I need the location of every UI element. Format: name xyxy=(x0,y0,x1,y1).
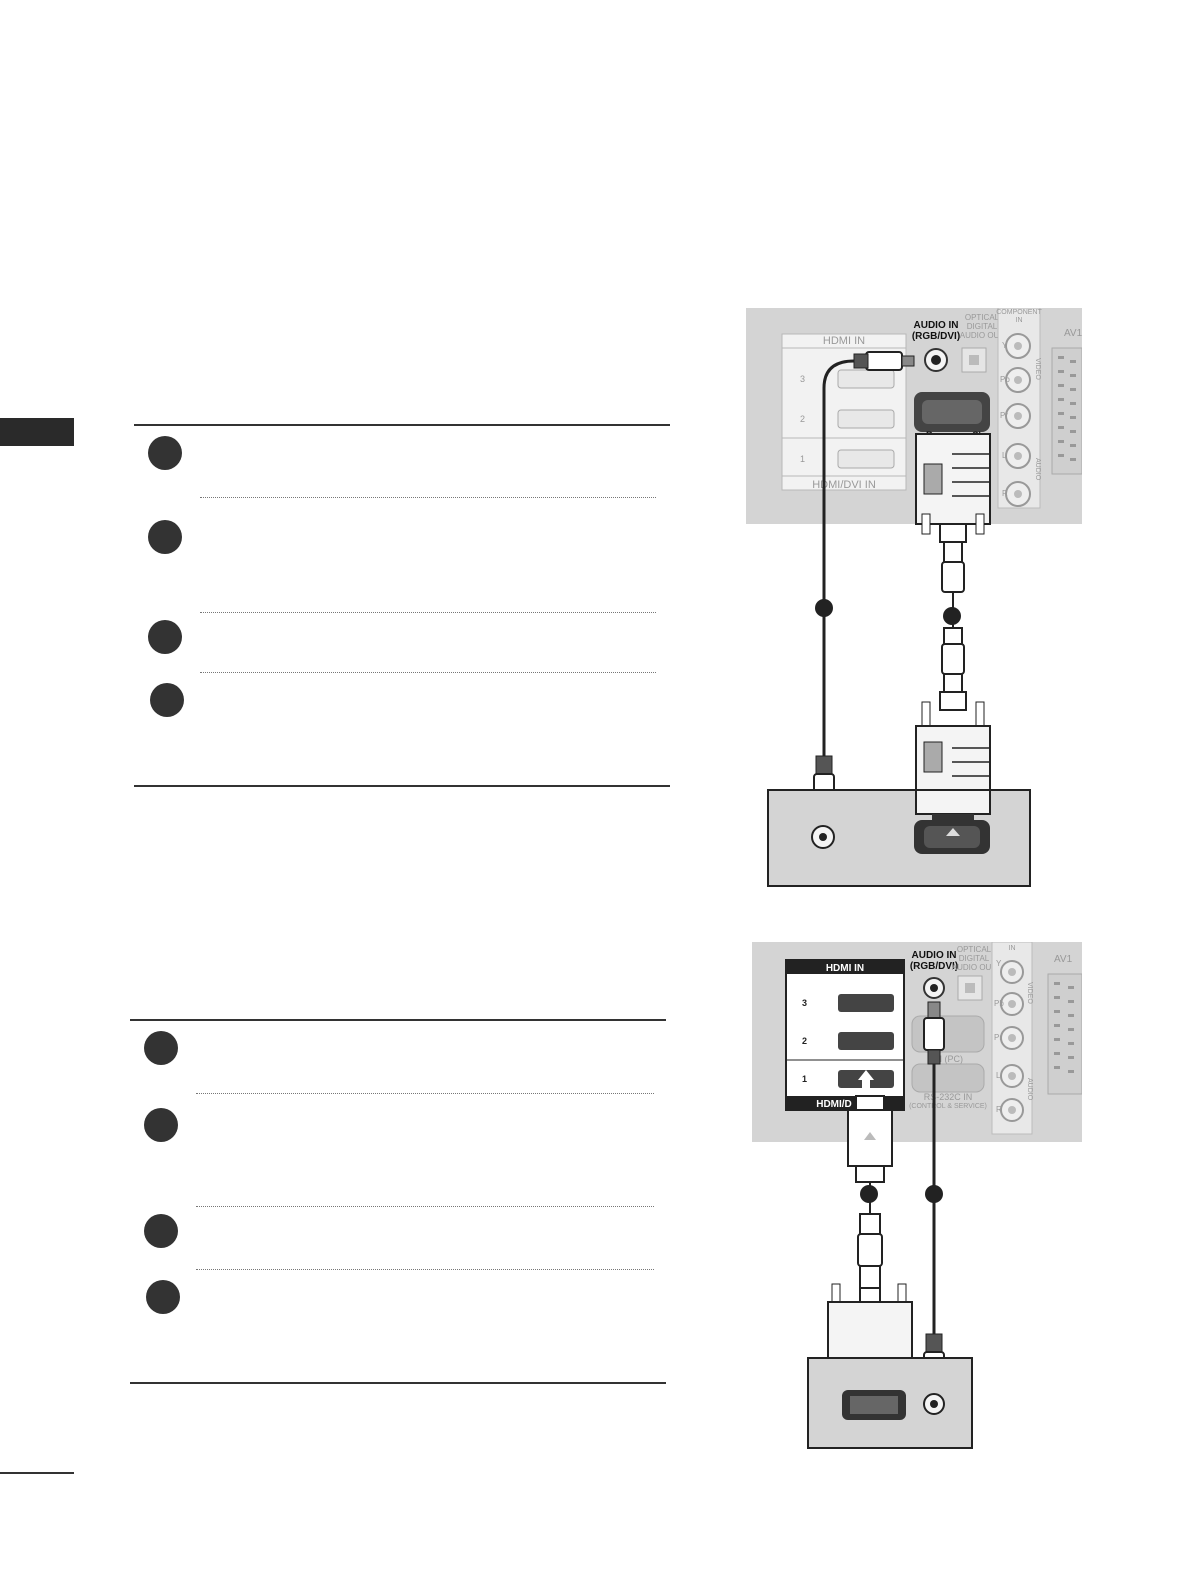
hdmi-in-label: HDMI IN xyxy=(823,335,865,347)
av1-label: AV1 xyxy=(1054,954,1073,965)
optical-label-3: AUDIO OUT xyxy=(960,331,1005,340)
hdmi-port-2-label: 2 xyxy=(802,1036,807,1046)
hdmi-port-3-label: 3 xyxy=(802,998,807,1008)
pr-label: Pr xyxy=(1000,411,1008,420)
section-bottom-rule xyxy=(134,785,670,787)
scart-port xyxy=(1047,973,1082,1095)
hdmi-dvi-in-label: HDMI/DVI IN xyxy=(812,479,876,491)
component-label-1: COMPONENT xyxy=(996,309,1042,316)
step-number-badge xyxy=(150,683,184,717)
hdmi-port-1-label: 1 xyxy=(802,1074,807,1084)
hdmi-dvi-in-label: HDMI/D xyxy=(816,1099,852,1110)
hdmi-cable-marker xyxy=(860,1185,878,1203)
step-number-badge xyxy=(148,620,182,654)
connection-diagram-rgb: HDMI IN HDMI/DVI IN 3 2 1 AUDIO IN (RGB/… xyxy=(746,308,1082,890)
rs232c-port xyxy=(911,1063,985,1093)
dvi-connector xyxy=(827,1301,913,1359)
step-divider xyxy=(196,1206,654,1207)
hdmi-dvi-connection-illustration: HDMI IN HDMI/D 3 2 1 AUDIO IN (RGB/DVI) … xyxy=(752,942,1082,1449)
hdmi-port-3 xyxy=(838,994,894,1012)
rs232c-sublabel: (CONTROL & SERVICE) xyxy=(909,1103,987,1110)
y-label: Y xyxy=(1002,341,1008,350)
hdmi-port-3 xyxy=(837,369,895,389)
rgb-cable-marker xyxy=(943,607,961,625)
step-divider xyxy=(200,612,656,613)
video-label: VIDEO xyxy=(1026,982,1033,1004)
audio-in-label: AUDIO IN xyxy=(914,320,959,331)
optical-label-2: DIGITAL xyxy=(967,322,998,331)
step-number-badge xyxy=(144,1108,178,1142)
optical-label-3: AUDIO OUT xyxy=(952,963,997,972)
step-divider xyxy=(200,672,656,673)
hdmi-port-1-label: 1 xyxy=(800,454,805,464)
pb-label: Pb xyxy=(994,999,1004,1008)
step-divider xyxy=(196,1093,654,1094)
audio-label: AUDIO xyxy=(1034,458,1041,481)
optical-label-2: DIGITAL xyxy=(959,954,990,963)
pb-label: Pb xyxy=(1000,375,1010,384)
rgb-connection-illustration: HDMI IN HDMI/DVI IN 3 2 1 AUDIO IN (RGB/… xyxy=(746,308,1082,887)
scart-port xyxy=(1051,347,1082,475)
l-label: L xyxy=(1002,451,1007,460)
component-label-2: IN xyxy=(1016,317,1023,324)
component-label: IN xyxy=(1009,945,1016,952)
steps-section-1 xyxy=(134,424,670,788)
hdmi-in-label: HDMI IN xyxy=(826,963,864,974)
optical-label-1: OPTICAL xyxy=(957,945,992,954)
step-number-badge xyxy=(144,1214,178,1248)
audio-cable-marker xyxy=(815,599,833,617)
r-label: R xyxy=(1002,489,1008,498)
hdmi-port-2 xyxy=(837,409,895,429)
step-divider xyxy=(196,1269,654,1270)
rs232c-label: RS-232C IN xyxy=(924,1092,973,1102)
audio-in-sublabel: (RGB/DVI) xyxy=(912,331,960,342)
hdmi-port-2 xyxy=(838,1032,894,1050)
section-bottom-rule xyxy=(130,1382,666,1384)
section-top-rule xyxy=(130,1019,666,1021)
step-number-badge xyxy=(146,1280,180,1314)
connection-diagram-hdmi-dvi: HDMI IN HDMI/D 3 2 1 AUDIO IN (RGB/DVI) … xyxy=(752,942,1082,1452)
hdmi-port-3-label: 3 xyxy=(800,374,805,384)
optical-label-1: OPTICAL xyxy=(965,313,1000,322)
chapter-tab xyxy=(0,418,74,446)
step-divider xyxy=(200,497,656,498)
section-top-rule xyxy=(134,424,670,426)
step-number-badge xyxy=(148,520,182,554)
step-number-badge xyxy=(144,1031,178,1065)
y-label: Y xyxy=(996,959,1002,968)
audio-in-label: AUDIO IN xyxy=(912,950,957,961)
audio-in-sublabel: (RGB/DVI) xyxy=(910,961,958,972)
steps-section-2 xyxy=(130,1019,666,1385)
video-label: VIDEO xyxy=(1034,358,1041,380)
rgb-in-pc-label: IN (PC) xyxy=(933,1054,963,1064)
l-label: L xyxy=(996,1071,1001,1080)
page-number-rule xyxy=(0,1472,74,1474)
audio-cable-marker xyxy=(925,1185,943,1203)
av1-label: AV1 xyxy=(1064,328,1082,339)
hdmi-port-2-label: 2 xyxy=(800,414,805,424)
step-number-badge xyxy=(148,436,182,470)
r-label: R xyxy=(996,1105,1002,1114)
pr-label: Pr xyxy=(994,1033,1002,1042)
audio-label: AUDIO xyxy=(1026,1078,1033,1101)
hdmi-port-1 xyxy=(837,449,895,469)
rgb-in-port xyxy=(911,1015,985,1053)
